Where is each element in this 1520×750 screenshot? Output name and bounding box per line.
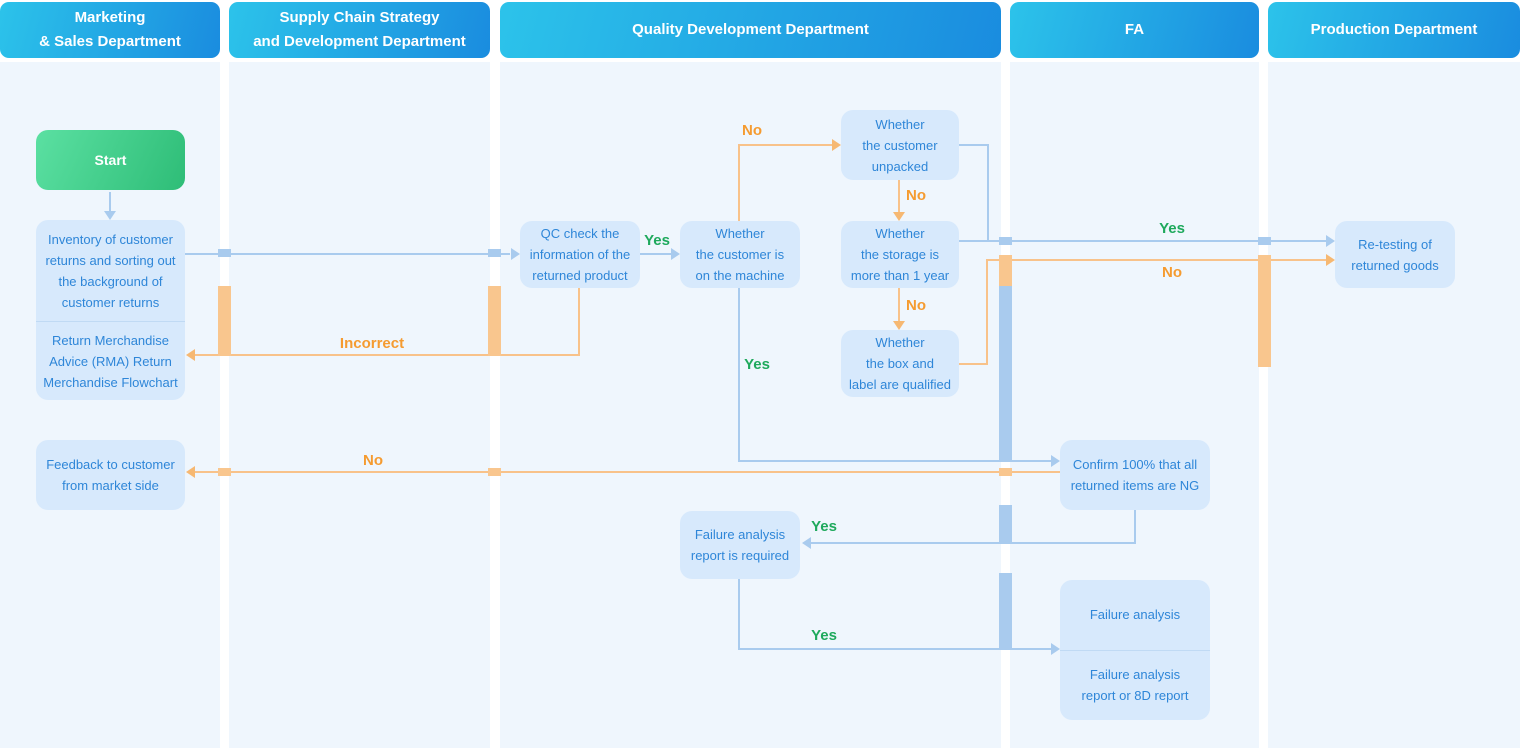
edge-unpacked-to-retest-line-v — [987, 144, 989, 242]
edge-label-no-confirm-feedback: No — [363, 452, 383, 469]
node-failure-analysis[interactable]: Failure analysis — [1089, 607, 1181, 623]
edge-qc-to-rma-line-h — [195, 354, 580, 356]
edge-unpacked-to-storage-arrow-icon — [893, 212, 905, 221]
edge-label-yes-machine-confirm: Yes — [744, 356, 770, 373]
node-failure-report-8d[interactable]: Failure analysis report or 8D report — [1060, 649, 1210, 721]
lane-crossing-bar — [999, 505, 1012, 544]
edge-machine-to-confirm-line-h — [738, 460, 1051, 462]
edge-machine-to-unpacked-arrow-icon — [832, 139, 841, 151]
edge-label-yes-confirm-report: Yes — [811, 518, 837, 535]
lane-crossing-bar — [1258, 255, 1271, 367]
lane-crossing-bar — [488, 468, 501, 476]
edge-inventory-to-qc-line — [185, 253, 510, 255]
node-failure-report-required[interactable]: Failure analysis report is required — [680, 511, 800, 579]
edge-start-to-inventory-arrow-icon — [104, 211, 116, 220]
node-customer-unpacked[interactable]: Whether the customer unpacked — [841, 110, 959, 180]
node-storage-more-than-1-year[interactable]: Whether the storage is more than 1 year — [841, 221, 959, 288]
lane-crossing-bar — [218, 468, 231, 476]
edge-unpacked-to-storage-line — [898, 180, 900, 212]
edge-label-no-storage-qualified: No — [906, 297, 926, 314]
edge-label-no-qualified-retest: No — [1162, 264, 1182, 281]
edge-qc-to-machine-arrow-icon — [671, 248, 680, 260]
edge-confirm-to-feedback-line — [195, 471, 1060, 473]
edge-label-yes-qc-machine: Yes — [644, 232, 670, 249]
lane-header-quality-development[interactable]: Quality Development Department — [500, 2, 1001, 58]
edge-confirm-to-report-line-v — [1134, 510, 1136, 544]
edge-machine-to-confirm-arrow-icon — [1051, 455, 1060, 467]
node-retesting-returned-goods[interactable]: Re-testing of returned goods — [1335, 221, 1455, 288]
node-box-label-qualified[interactable]: Whether the box and label are qualified — [841, 330, 959, 397]
node-start[interactable]: Start — [36, 130, 185, 190]
lane-header-production[interactable]: Production Department — [1268, 2, 1520, 58]
lane-crossing-bar — [1258, 237, 1271, 245]
edge-report-to-failure-arrow-icon — [1051, 643, 1060, 655]
edge-confirm-to-report-line-h — [811, 542, 1136, 544]
lane-header-supply-chain[interactable]: Supply Chain Strategy and Development De… — [229, 2, 490, 58]
lane-crossing-bar — [218, 286, 231, 356]
edge-qualified-to-retest-line-h2 — [986, 259, 1326, 261]
edge-qc-to-rma-arrow-icon — [186, 349, 195, 361]
edge-label-no-unpacked-storage: No — [906, 187, 926, 204]
edge-label-no-machine-unpacked: No — [742, 122, 762, 139]
lane-crossing-bar — [999, 573, 1012, 650]
edge-storage-to-qualified-arrow-icon — [893, 321, 905, 330]
edge-unpacked-to-retest-line-h1 — [959, 144, 989, 146]
lane-crossing-bar — [999, 237, 1012, 245]
lane-crossing-bar — [488, 249, 501, 257]
node-rma-flowchart[interactable]: Return Merchandise Advice (RMA) Return M… — [36, 321, 185, 400]
edge-report-to-failure-line-v — [738, 579, 740, 650]
lane-header-marketing-sales[interactable]: Marketing & Sales Department — [0, 2, 220, 58]
edge-qualified-to-retest-arrow-icon — [1326, 254, 1335, 266]
node-customer-on-machine[interactable]: Whether the customer is on the machine — [680, 221, 800, 288]
edge-machine-to-confirm-line-v — [738, 288, 740, 462]
lane-crossing-bar — [999, 255, 1012, 286]
lane-crossing-bar — [999, 468, 1012, 476]
edge-label-yes-report-failure: Yes — [811, 627, 837, 644]
node-feedback-to-customer[interactable]: Feedback to customer from market side — [36, 440, 185, 510]
edge-start-to-inventory-line — [109, 192, 111, 212]
edge-machine-to-unpacked-line-h — [738, 144, 832, 146]
lane-crossing-bar — [218, 249, 231, 257]
lane-header-fa[interactable]: FA — [1010, 2, 1259, 58]
lane-supply-chain — [229, 62, 490, 748]
edge-label-yes-storage-retest: Yes — [1159, 220, 1185, 237]
node-inventory-sorting[interactable]: Inventory of customer returns and sortin… — [45, 231, 176, 310]
lane-crossing-bar — [488, 286, 501, 356]
edge-storage-to-qualified-line — [898, 288, 900, 321]
node-failure-analysis-group[interactable]: Failure analysis Failure analysis report… — [1060, 580, 1210, 720]
edge-report-to-failure-line-h — [738, 648, 1051, 650]
edge-label-incorrect: Incorrect — [339, 335, 405, 352]
edge-inventory-to-qc-arrow-icon — [511, 248, 520, 260]
edge-qc-to-machine-line — [640, 253, 671, 255]
edge-confirm-to-report-arrow-icon — [802, 537, 811, 549]
lane-crossing-bar — [999, 286, 1012, 462]
edge-storage-to-retest-arrow-icon — [1326, 235, 1335, 247]
edge-qualified-to-retest-line-v — [986, 259, 988, 365]
edge-storage-to-retest-line — [958, 240, 1326, 242]
lane-production — [1268, 62, 1520, 748]
edge-qc-to-rma-line-v — [578, 288, 580, 354]
edge-machine-to-unpacked-line-v — [738, 144, 740, 221]
node-inventory-rma-group[interactable]: Inventory of customer returns and sortin… — [36, 220, 185, 400]
node-confirm-100-ng[interactable]: Confirm 100% that all returned items are… — [1060, 440, 1210, 510]
node-qc-check[interactable]: QC check the information of the returned… — [520, 221, 640, 288]
edge-qualified-to-retest-line-h1 — [959, 363, 988, 365]
edge-confirm-to-feedback-arrow-icon — [186, 466, 195, 478]
